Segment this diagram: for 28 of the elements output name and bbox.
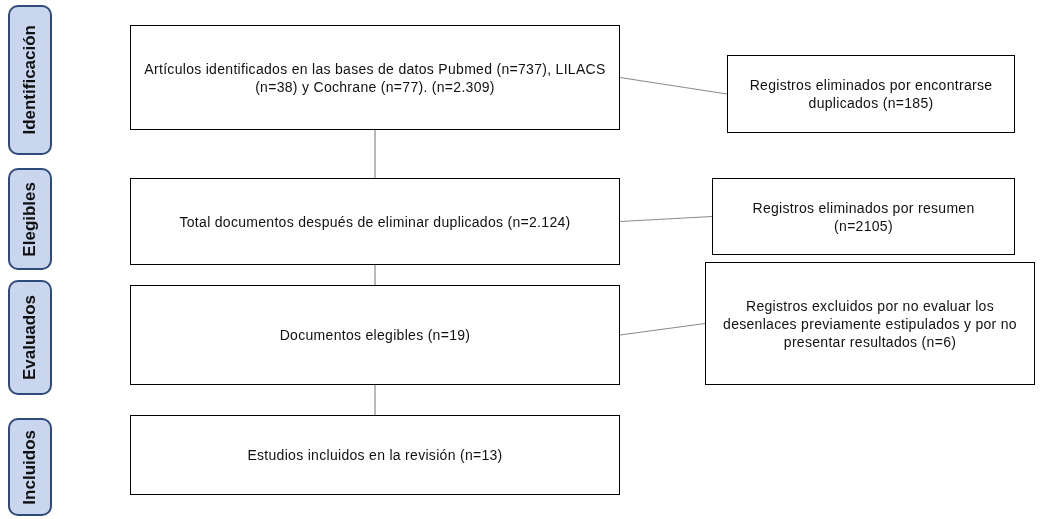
phase-tab [8,280,52,395]
process-box [130,178,620,265]
box-text: Artículos identificados en las bases de datos Pubmed (n=737), LILACS (n=38) y Cochrane (n=77). (n=2.309) [143,59,607,96]
phase-tab [8,5,52,155]
phase-label: Elegibles [19,181,41,257]
process-box [712,178,1015,255]
box-text: Registros eliminados por encontrarse duplicados (n=185) [748,76,994,112]
phase-label: Incluidos [19,429,41,505]
process-box [130,25,620,130]
process-box [130,415,620,495]
connector-line [619,215,713,223]
connector-line [374,129,376,179]
connector-line [619,322,706,336]
box-text: Registros eliminados por resumen (n=2105) [751,198,976,235]
connector-line [619,76,728,95]
phase-tab [8,168,52,270]
box-text: Documentos elegibles (n=19) [279,326,471,344]
box-text: Estudios incluidos en la revisión (n=13) [247,446,503,464]
box-text: Total documentos después de eliminar duplicados (n=2.124) [179,212,571,231]
process-box [705,262,1035,385]
process-box [727,55,1015,133]
phase-tab [8,418,52,516]
phase-label: Identificación [19,25,41,135]
connector-line [374,384,376,416]
box-text: Registros excluidos por no evaluar los desenlaces previamente estipulados y por no presentar resultados (n=6) [722,296,1018,351]
phase-label: Evaluados [19,294,41,380]
connector-line [374,264,376,286]
process-box [130,285,620,385]
